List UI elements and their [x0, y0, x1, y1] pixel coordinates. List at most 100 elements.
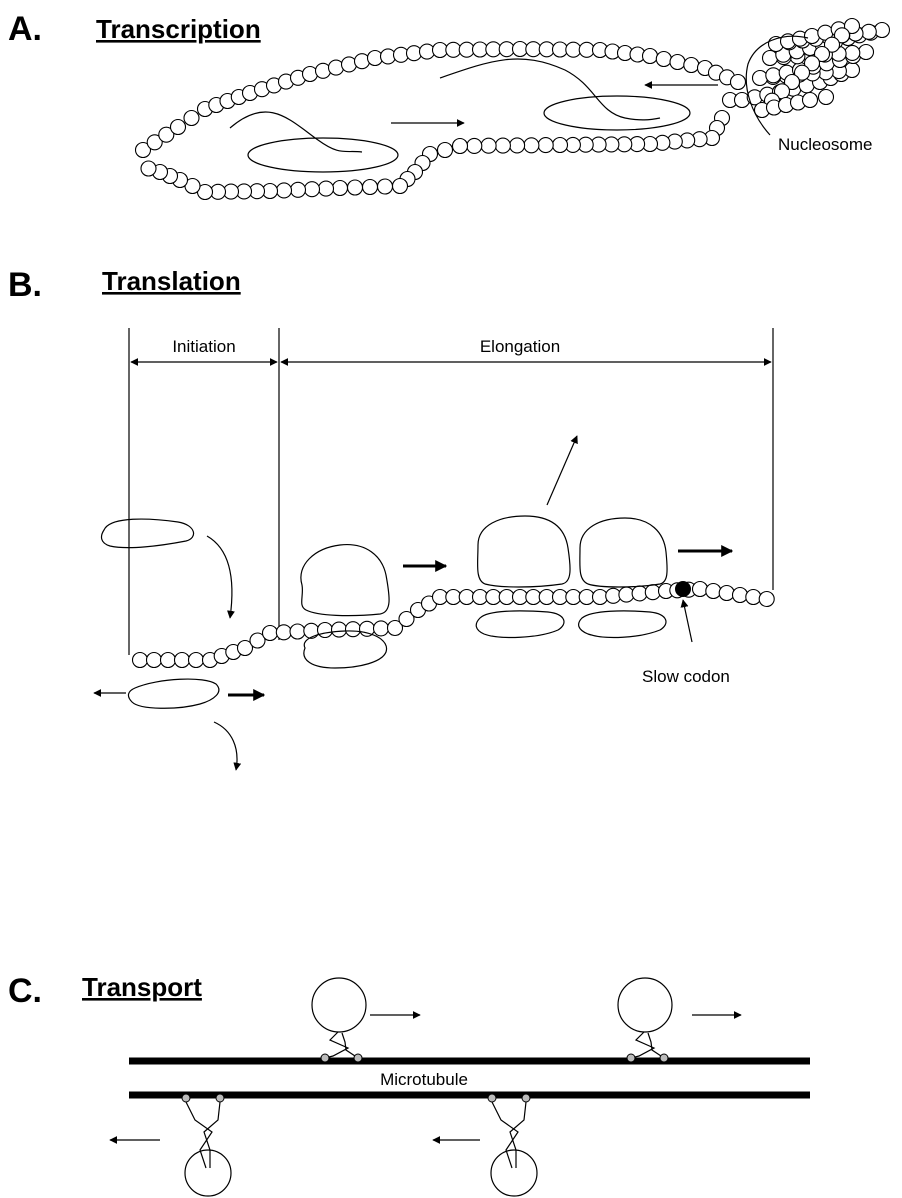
- chromatin-bead: [683, 56, 700, 74]
- nucleosome-bead: [860, 23, 877, 40]
- panel-a: A. Transcription Nucleosome: [8, 10, 891, 201]
- ribosome-small-subunit: [127, 678, 220, 709]
- panel-c-letter: C.: [8, 972, 42, 1010]
- rna-transcript: [439, 58, 661, 121]
- motor-legs: [509, 1101, 527, 1168]
- mrna-bead: [386, 619, 404, 637]
- nucleosome-bead: [843, 17, 861, 35]
- panel-a-letter: A.: [8, 10, 42, 48]
- mrna-bead: [173, 651, 191, 669]
- chromatin-bead: [134, 141, 152, 159]
- motor-legs: [630, 1031, 656, 1059]
- motor-legs: [324, 1031, 350, 1059]
- chromatin-bead: [183, 109, 200, 127]
- mrna-bead: [303, 622, 320, 639]
- chromatin-bead: [140, 160, 157, 177]
- chromatin-bead: [346, 179, 364, 196]
- polymerase-ellipse: [543, 95, 691, 131]
- chromatin-bead: [471, 41, 489, 58]
- mrna-bead: [525, 588, 542, 606]
- cargo-vesicle: [184, 1149, 232, 1197]
- mrna-bead: [758, 590, 775, 608]
- chromatin-bead: [565, 41, 582, 58]
- nucleosome: [733, 17, 891, 119]
- chromatin-bead: [361, 178, 379, 196]
- nucleosome-bead: [817, 88, 835, 106]
- nucleosome-bead: [833, 27, 851, 44]
- chromatin-bead: [391, 177, 409, 195]
- chromatin-bead: [551, 136, 569, 154]
- rna-transcript: [229, 111, 363, 153]
- mrna-bead: [249, 632, 266, 649]
- mrna-strand: [131, 580, 775, 669]
- motor-head: [521, 1093, 531, 1103]
- chromatin-bead: [376, 178, 394, 195]
- mrna-bead: [372, 620, 390, 637]
- chromatin-bead: [317, 180, 335, 197]
- mrna-bead: [159, 651, 177, 669]
- mrna-bead: [289, 623, 306, 640]
- nucleosome-bead: [803, 55, 821, 72]
- chromatin-bead: [485, 41, 502, 58]
- ribosome-large-subunit: [579, 517, 668, 588]
- panel-b-title: Translation: [102, 266, 241, 296]
- mrna-bead: [344, 621, 362, 638]
- initiation-label: Initiation: [172, 337, 235, 356]
- chromatin-bead: [494, 137, 511, 154]
- motor-protein: [487, 1093, 538, 1197]
- panel-c: C. Transport Microtubule: [8, 972, 810, 1197]
- chromatin-bead: [458, 41, 475, 58]
- motor-head: [320, 1053, 330, 1063]
- nucleosome-bead: [844, 44, 861, 61]
- nucleosome-bead: [803, 27, 821, 45]
- motor-legs: [491, 1101, 519, 1169]
- chromatin-bead: [578, 41, 595, 58]
- chromatin-bead: [669, 53, 686, 71]
- binding-arrow: [206, 535, 235, 619]
- cargo-vesicle: [311, 977, 367, 1033]
- chromatin-bead: [655, 50, 672, 68]
- slow-codon-marker: [675, 581, 691, 597]
- ribosome-large-subunit: [300, 544, 390, 617]
- motor-legs: [203, 1101, 221, 1168]
- motor-head: [353, 1053, 363, 1063]
- mrna-bead: [330, 621, 348, 638]
- chromatin-bead: [498, 41, 515, 58]
- nucleosome-bead: [793, 64, 811, 81]
- chromatin-bead: [641, 47, 659, 65]
- nucleosome-label: Nucleosome: [778, 135, 873, 154]
- slow-codon-pointer: [680, 599, 693, 643]
- mrna-bead: [485, 588, 502, 606]
- mrna-bead: [261, 624, 279, 642]
- motor-legs: [647, 1032, 665, 1059]
- microtubule-label: Microtubule: [380, 1070, 468, 1089]
- chromatin-bead: [146, 134, 163, 151]
- motor-protein: [311, 977, 367, 1063]
- mrna-bead: [691, 580, 709, 598]
- polymerase-ellipse: [247, 137, 399, 173]
- motor-legs: [341, 1032, 359, 1059]
- mrna-bead: [236, 639, 254, 657]
- ribosome-small-subunit: [100, 518, 195, 549]
- nucleosome-bead: [873, 21, 891, 39]
- cargo-vesicle: [490, 1149, 538, 1197]
- chromatin-bead: [525, 41, 542, 58]
- release-arrow: [213, 721, 242, 771]
- chromatin-bead: [275, 182, 293, 199]
- chromatin-bead: [480, 137, 497, 154]
- mrna-bead: [731, 586, 749, 604]
- chromatin-fiber: [134, 40, 747, 201]
- motor-head: [215, 1093, 225, 1103]
- mrna-bead: [187, 651, 205, 669]
- chromatin-bead: [451, 137, 469, 155]
- ribosome-large-subunit: [476, 515, 571, 588]
- chromatin-bead: [303, 181, 321, 198]
- nucleosome-bead: [765, 67, 782, 84]
- mrna-bead: [316, 621, 334, 639]
- panel-c-title: Transport: [82, 972, 202, 1002]
- mrna-bead: [145, 651, 163, 669]
- nucleosome-bead: [823, 36, 841, 53]
- motor-legs: [185, 1101, 213, 1169]
- motor-head: [626, 1053, 636, 1063]
